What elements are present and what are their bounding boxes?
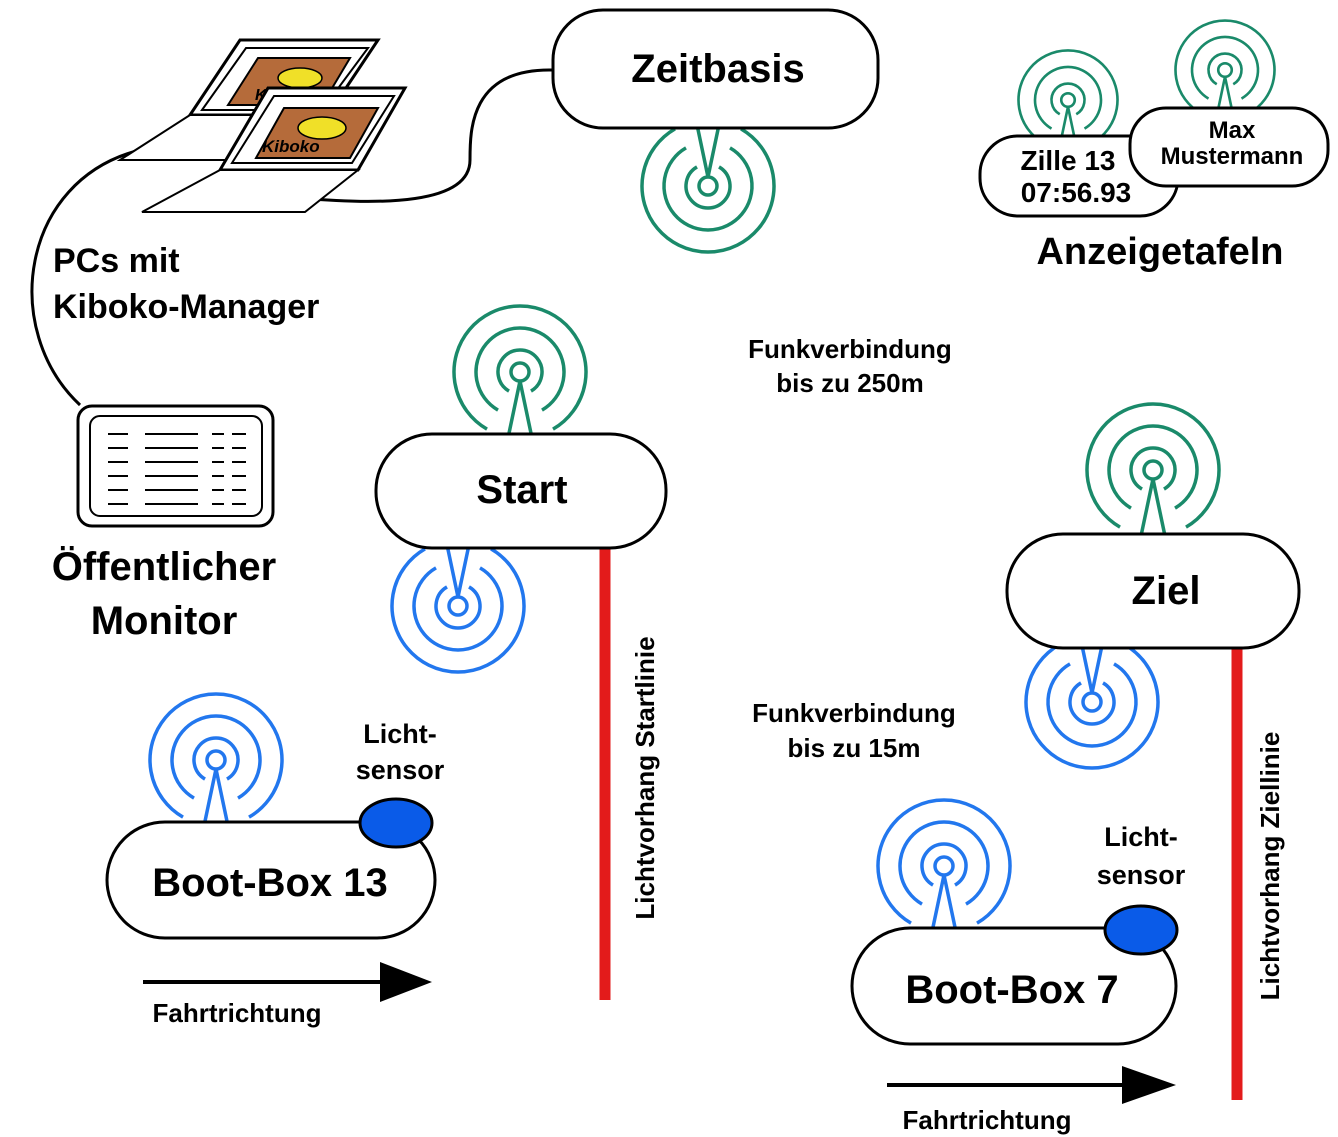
start-node: Start: [374, 432, 668, 550]
direction-arrow-2: [887, 1066, 1176, 1104]
ziel-label: Ziel: [1132, 569, 1201, 613]
pcs-label-line1: PCs mit: [53, 242, 180, 280]
boot-box-7: Boot-Box 7: [850, 904, 1179, 1046]
direction-arrow-1: [143, 962, 432, 1002]
licht-sensor-label-1-line2: sensor: [356, 755, 445, 785]
radio-icon-start: [452, 304, 588, 439]
licht-sensor-label-2-line2: sensor: [1097, 860, 1186, 890]
pcs-label-line2: Kiboko-Manager: [53, 288, 319, 326]
licht-sensor-label-2-line1: Licht-: [1104, 822, 1178, 852]
display-board-2: Max Mustermann: [1128, 106, 1330, 188]
public-monitor: [76, 404, 275, 528]
radio-icon-zeitbasis: [640, 119, 776, 254]
radio-icon-start-short: [390, 539, 526, 674]
funk250-label-line1: Funkverbindung: [748, 334, 952, 364]
monitor-label-line1: Öffentlicher: [52, 544, 276, 589]
fahrtrichtung-label-1: Fahrtrichtung: [153, 998, 322, 1028]
ziel-node: Ziel: [1005, 532, 1301, 650]
svg-text:Kiboko: Kiboko: [262, 137, 320, 156]
display-board-1-line1: Zille 13: [1021, 145, 1116, 176]
radio-icon-display-1: [1017, 49, 1119, 150]
light-sensor-icon: [1103, 904, 1179, 956]
boot-box-7-label: Boot-Box 7: [905, 968, 1118, 1012]
fahrtrichtung-label-2: Fahrtrichtung: [903, 1105, 1072, 1135]
zeitbasis-node: Zeitbasis: [551, 8, 880, 130]
funk250-label-line2: bis zu 250m: [776, 368, 923, 398]
zeitbasis-label: Zeitbasis: [631, 47, 804, 91]
laptop-front: Kiboko: [141, 86, 408, 213]
light-sensor-icon: [358, 797, 434, 849]
ziellinie-label: Lichtvorhang Ziellinie: [1255, 732, 1285, 1001]
startlinie-label: Lichtvorhang Startlinie: [630, 636, 660, 919]
radio-icon-display-2: [1174, 19, 1276, 120]
radio-icon-boot13: [148, 692, 284, 827]
anzeigetafeln-label: Anzeigetafeln: [1036, 231, 1283, 273]
radio-icon-ziel-short: [1024, 635, 1160, 770]
cable-pc-to-zeitbasis: [299, 68, 554, 203]
funk15-label-line2: bis zu 15m: [788, 733, 921, 763]
display-board-2-line2: Mustermann: [1161, 143, 1304, 170]
boot-box-13: Boot-Box 13: [105, 797, 437, 940]
boot-box-13-label: Boot-Box 13: [152, 861, 388, 905]
monitor-label-line2: Monitor: [91, 599, 238, 643]
start-label: Start: [476, 468, 567, 512]
radio-icon-ziel: [1085, 402, 1221, 537]
cable-pc-to-monitor: [30, 148, 141, 407]
funk15-label-line1: Funkverbindung: [752, 698, 956, 728]
display-board-2-line1: Max: [1209, 117, 1256, 144]
display-board-1: Zille 13 07:56.93: [978, 134, 1180, 218]
kiboko-logo: Kiboko: [254, 107, 380, 159]
licht-sensor-label-1-line1: Licht-: [363, 719, 437, 749]
monitor-table-lines: [108, 433, 246, 505]
radio-icon-boot7: [876, 798, 1012, 933]
display-board-1-line2: 07:56.93: [1021, 177, 1132, 208]
